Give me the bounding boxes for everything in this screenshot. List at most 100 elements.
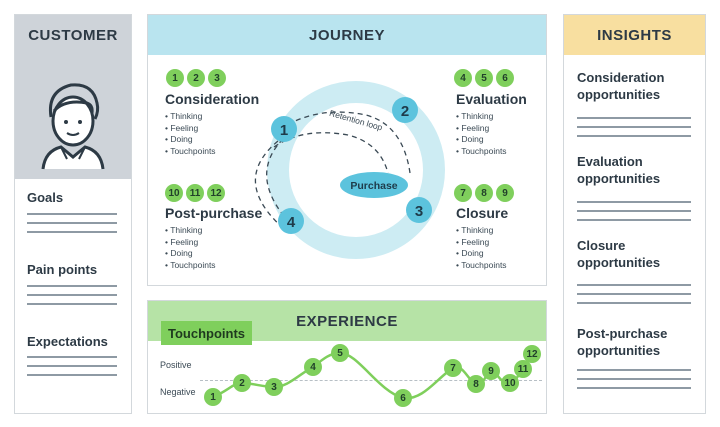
experience-point: 6 xyxy=(394,389,412,407)
divider xyxy=(27,365,117,367)
loop-step-3-label: 3 xyxy=(415,203,423,220)
divider xyxy=(577,387,691,389)
bullet-item: Doing xyxy=(165,248,216,260)
insight-evaluation: Evaluation opportunities xyxy=(577,153,660,187)
bullet-item: Feeling xyxy=(456,237,507,249)
stage-number-badge: 7 xyxy=(454,184,472,202)
divider xyxy=(27,303,117,305)
stage-post-purchase-bullets: Thinking Feeling Doing Touchpoints xyxy=(165,225,216,272)
divider xyxy=(577,378,691,380)
experience-point: 8 xyxy=(467,375,485,393)
divider xyxy=(27,231,117,233)
experience-point: 7 xyxy=(444,359,462,377)
stage-number-badge: 9 xyxy=(496,184,514,202)
journey-ring xyxy=(267,81,445,259)
stage-evaluation-bullets: Thinking Feeling Doing Touchpoints xyxy=(456,111,507,158)
touchpoints-tag: Touchpoints xyxy=(161,321,253,345)
journey-header: JOURNEY xyxy=(148,15,546,55)
loop-step-2[interactable] xyxy=(392,97,418,123)
retention-loop-path xyxy=(266,138,289,222)
divider xyxy=(577,126,691,128)
bullet-item: Touchpoints xyxy=(456,260,506,272)
experience-point: 1 xyxy=(204,388,222,406)
bullet-item: Feeling xyxy=(456,123,507,135)
neutral-baseline xyxy=(200,380,542,381)
divider xyxy=(27,285,117,287)
stage-closure-bullets: Thinking Feeling Doing Touchpoints xyxy=(456,225,507,272)
divider xyxy=(27,213,117,215)
insights-panel: INSIGHTS Consideration opportunities Eva… xyxy=(563,14,706,414)
journey-panel: JOURNEY Retention loop Purchase 1 2 3 4 … xyxy=(147,14,547,286)
divider xyxy=(577,302,691,304)
loop-step-2-label: 2 xyxy=(401,103,409,120)
bullet-item: Thinking xyxy=(165,111,216,123)
negative-label: Negative xyxy=(160,387,196,397)
bullet-item: Feeling xyxy=(165,123,216,135)
loop-step-1[interactable] xyxy=(271,116,297,142)
insight-subtitle: opportunities xyxy=(577,171,661,186)
bullet-item: Touchpoints xyxy=(456,146,506,158)
stage-number-badge: 4 xyxy=(454,69,472,87)
purchase-node[interactable] xyxy=(340,172,408,198)
customer-panel: CUSTOMER Goals Pain points Expectations xyxy=(14,14,132,414)
experience-panel: EXPERIENCE Touchpoints Positive Negative… xyxy=(147,300,547,414)
bullet-item: Touchpoints xyxy=(165,146,215,158)
divider xyxy=(27,222,117,224)
insight-subtitle: opportunities xyxy=(577,343,661,358)
stage-number-badge: 8 xyxy=(475,184,493,202)
bullet-item: Doing xyxy=(456,134,507,146)
customer-avatar-box xyxy=(15,55,131,179)
divider xyxy=(577,293,691,295)
stage-number-badge: 1 xyxy=(166,69,184,87)
divider xyxy=(27,294,117,296)
loop-step-3[interactable] xyxy=(406,197,432,223)
divider xyxy=(577,210,691,212)
stage-post-purchase-title: Post-purchase xyxy=(165,205,263,221)
stage-evaluation-title: Evaluation xyxy=(456,91,527,107)
stage-consideration-bullets: Thinking Feeling Doing Touchpoints xyxy=(165,111,216,158)
bullet-item: Thinking xyxy=(456,111,507,123)
positive-label: Positive xyxy=(160,360,192,370)
experience-point: 11 xyxy=(514,360,532,378)
experience-point: 4 xyxy=(304,358,322,376)
stage-number-badge: 2 xyxy=(187,69,205,87)
retention-loop-path xyxy=(254,140,285,230)
bullet-item: Feeling xyxy=(165,237,216,249)
stage-number-badge: 10 xyxy=(165,184,183,202)
stage-number-badge: 12 xyxy=(207,184,225,202)
stage-closure-title: Closure xyxy=(456,205,509,221)
insight-title: Post-purchase xyxy=(577,326,668,341)
experience-point: 2 xyxy=(233,374,251,392)
journey-loop-diagram: Retention loop Purchase 1 2 3 4 xyxy=(254,81,445,259)
customer-header: CUSTOMER xyxy=(15,15,131,55)
customer-expectations-label: Expectations xyxy=(27,334,108,349)
purchase-label: Purchase xyxy=(350,180,397,192)
insight-subtitle: opportunities xyxy=(577,255,661,270)
divider xyxy=(27,356,117,358)
divider xyxy=(577,219,691,221)
divider xyxy=(27,374,117,376)
stage-number-badge: 5 xyxy=(475,69,493,87)
loop-step-4-label: 4 xyxy=(287,214,296,231)
stage-number-badge: 11 xyxy=(186,184,204,202)
loop-step-1-label: 1 xyxy=(280,122,288,139)
insight-title: Evaluation xyxy=(577,154,643,169)
bullet-item: Touchpoints xyxy=(165,260,215,272)
customer-pain-points-label: Pain points xyxy=(27,262,98,277)
loop-step-4[interactable] xyxy=(278,208,304,234)
stage-consideration-title: Consideration xyxy=(165,91,260,107)
stage-number-badge: 3 xyxy=(208,69,226,87)
insight-title: Closure xyxy=(577,238,626,253)
divider xyxy=(577,201,691,203)
experience-point: 10 xyxy=(501,374,519,392)
retention-loop-label: Retention loop xyxy=(328,108,384,133)
bullet-item: Thinking xyxy=(165,225,216,237)
avatar-icon xyxy=(41,83,105,170)
insight-subtitle: opportunities xyxy=(577,87,661,102)
experience-point: 5 xyxy=(331,344,349,362)
bullet-item: Thinking xyxy=(456,225,507,237)
insight-closure: Closure opportunities xyxy=(577,237,660,271)
bullet-item: Doing xyxy=(456,248,507,260)
bullet-item: Doing xyxy=(165,134,216,146)
insight-post-purchase: Post-purchase opportunities xyxy=(577,325,667,359)
